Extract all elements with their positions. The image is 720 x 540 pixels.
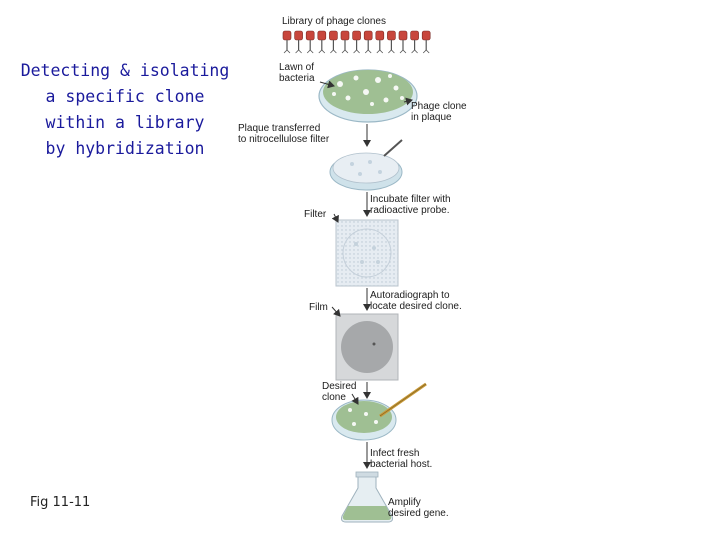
- lawn-petri-dish: [318, 69, 418, 123]
- desired-clone-line-1: Desired: [322, 381, 357, 392]
- infect-line-1: Infect fresh: [370, 448, 420, 459]
- title-line-2: a specific clone: [45, 87, 205, 106]
- phage-icon: [363, 30, 373, 54]
- lawn-label-line-1: Lawn of: [279, 62, 315, 73]
- phage-icon: [282, 30, 292, 54]
- autoradiograph-line-2: locate desired clone.: [370, 301, 462, 312]
- phage-icon: [421, 30, 431, 54]
- phage-icon: [329, 30, 338, 54]
- film-label: Film: [309, 302, 328, 313]
- phage-icon: [352, 30, 361, 54]
- infect-line-2: bacterial host.: [370, 459, 433, 470]
- incubate-line-2: radioactive probe.: [370, 205, 450, 216]
- filter-sheet: [335, 219, 399, 287]
- phage-icon: [398, 30, 408, 54]
- figure-number: Fig 11-11: [30, 495, 91, 510]
- title-line-4: by hybridization: [45, 139, 205, 158]
- title-line-3: within a library: [45, 113, 205, 132]
- lawn-of-bacteria-label: Lawn of bacteria: [279, 62, 315, 84]
- library-label: Library of phage clones: [282, 16, 386, 27]
- phage-icon: [317, 30, 327, 54]
- incubate-line-1: Incubate filter with: [370, 194, 451, 205]
- phage-clone-line-2: in plaque: [411, 112, 452, 123]
- phage-library-row: [282, 30, 431, 54]
- nitrocellulose-filter-on-dish: [329, 139, 403, 191]
- title-line-1: Detecting & isolating: [20, 61, 230, 80]
- amplify-label: Amplify desired gene.: [388, 497, 449, 519]
- amplify-line-2: desired gene.: [388, 508, 449, 519]
- infect-label: Infect fresh bacterial host.: [370, 448, 432, 470]
- process-arrows: [319, 80, 413, 469]
- desired-clone-line-2: clone: [322, 392, 346, 403]
- filter-label: Filter: [304, 209, 327, 220]
- desired-clone-label: Desired clone: [322, 381, 356, 403]
- lawn-label-line-2: bacteria: [279, 73, 315, 84]
- phage-icon: [340, 30, 350, 54]
- desired-clone-dish: [331, 382, 427, 441]
- autoradiograph-film: [335, 313, 399, 381]
- incubate-label: Incubate filter with radioactive probe.: [370, 194, 451, 216]
- plaque-transferred-line-1: Plaque transferred: [238, 123, 321, 134]
- phage-clone-line-1: Phage clone: [411, 101, 467, 112]
- culture-flask: [341, 471, 393, 523]
- plaque-transferred-line-2: to nitrocellulose filter: [238, 134, 330, 145]
- phage-icon: [387, 30, 396, 54]
- autoradiograph-label: Autoradiograph to locate desired clone.: [370, 290, 462, 312]
- slide-title: Detecting & isolating a specific clone w…: [14, 58, 236, 162]
- phage-icon: [305, 30, 315, 54]
- autoradiograph-line-1: Autoradiograph to: [370, 290, 450, 301]
- phage-icon: [294, 30, 303, 54]
- phage-clone-label: Phage clone in plaque: [411, 101, 467, 123]
- phage-icon: [410, 30, 419, 54]
- plaque-transferred-label: Plaque transferred to nitrocellulose fil…: [238, 123, 329, 145]
- phage-icon: [375, 30, 385, 54]
- amplify-line-1: Amplify: [388, 497, 421, 508]
